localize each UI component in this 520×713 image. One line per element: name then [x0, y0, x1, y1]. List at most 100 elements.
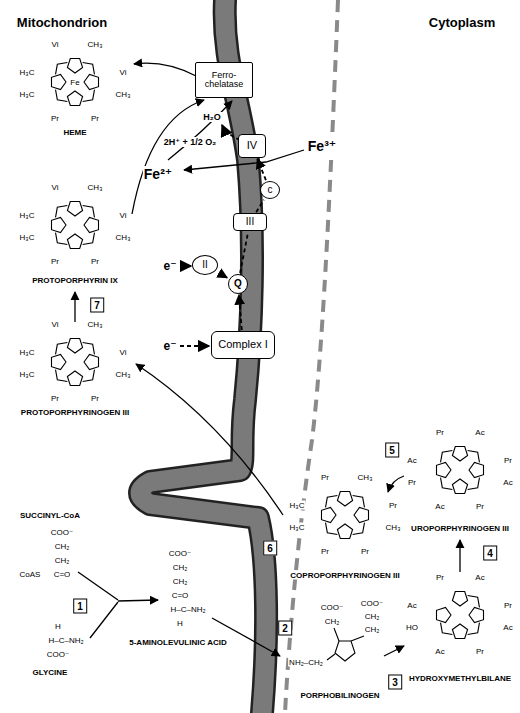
electron-flow — [240, 232, 248, 273]
substituent-label: CH₃ — [87, 40, 104, 49]
substituent-label: Pr — [50, 114, 60, 123]
substituent-label: Vi — [119, 348, 128, 357]
arrow — [388, 476, 404, 492]
pyrrole-ring — [84, 354, 99, 369]
atom-label: COO⁻ — [168, 549, 192, 558]
arrow — [132, 100, 204, 214]
atom-label: CH₂ — [364, 612, 381, 621]
compound-name: PORPHOBILINOGEN — [299, 691, 380, 700]
substituent-label: H₃C — [19, 233, 36, 242]
pyrrole-ring — [67, 91, 82, 106]
atom-label: CH₂ — [364, 625, 381, 634]
meso-bridge — [468, 596, 480, 608]
pyrrole-ring — [67, 234, 82, 249]
step-number: 2 — [278, 621, 292, 636]
ion-label: Fe²⁺ — [143, 166, 173, 182]
meso-bridge — [468, 623, 480, 635]
substituent-label: CH₃ — [115, 90, 132, 99]
substituent-label: CH₃ — [385, 523, 402, 532]
pyrrole-ring — [67, 59, 82, 74]
meso-bridge — [353, 523, 365, 535]
ion-label: Fe³⁺ — [307, 138, 337, 154]
atom-label: COO⁻ — [360, 599, 384, 608]
substituent-label: CH₃ — [87, 183, 104, 192]
region-title: Mitochondrion — [16, 15, 108, 30]
step-number: 6 — [263, 541, 277, 556]
meso-bridge — [353, 496, 365, 508]
meso-bridge — [326, 496, 338, 508]
substituent-label: H₃C — [289, 523, 306, 532]
compound-name: 5-AMINOLEVULINIC ACID — [128, 638, 227, 647]
arrow — [168, 101, 232, 160]
pyrrole-ring — [469, 607, 484, 622]
arrow — [180, 345, 209, 347]
meso-bridge — [56, 370, 68, 382]
step-number: 7 — [90, 298, 104, 313]
pyrrole-ring — [452, 447, 467, 462]
meso-bridge — [56, 90, 68, 102]
substituent-label: Pr — [320, 547, 330, 556]
substituent-label: Pr — [388, 501, 398, 510]
compound-name: COPROPORPHYRINOGEN III — [289, 571, 400, 580]
step-number: 4 — [483, 546, 497, 561]
step-number: 5 — [385, 443, 399, 458]
substituent-label: Vi — [51, 320, 60, 329]
pyrrole-ring — [52, 217, 67, 232]
electron-flow — [257, 159, 266, 180]
cytochrome-oval: c — [260, 181, 280, 199]
meso-bridge — [441, 451, 453, 463]
meso-bridge — [83, 233, 95, 245]
meso-bridge — [441, 478, 453, 490]
atom-label: COO⁻ — [320, 603, 344, 612]
meso-bridge — [56, 343, 68, 355]
complex-oval: II — [192, 255, 218, 275]
meso-bridge — [56, 206, 68, 218]
substituent-label: Vi — [119, 211, 128, 220]
substituent-label: Pr — [503, 456, 513, 465]
meso-bridge — [468, 478, 480, 490]
compound-name: PROTOPORPHYRINOGEN III — [20, 408, 130, 417]
substituent-label: Pr — [50, 394, 60, 403]
pyrrole-ring — [337, 492, 352, 507]
node-text: Q — [234, 279, 242, 290]
node-text: Ferro- chelatase — [196, 71, 252, 90]
compound-name: GLYCINE — [32, 668, 69, 677]
substituent-label: Ac — [406, 601, 417, 610]
substituent-label: Ac — [474, 428, 485, 437]
arrow — [384, 646, 404, 656]
substituent-label: Pr — [360, 547, 370, 556]
node-text: IV — [247, 140, 257, 152]
pyrrole-ring — [452, 479, 467, 494]
substituent-label: Pr — [503, 601, 513, 610]
atom-label: NH₂–CH₂ — [288, 658, 324, 667]
arrow — [136, 364, 283, 515]
substituent-label: Pr — [475, 502, 485, 511]
atom-label: COO⁻ — [46, 650, 70, 659]
substituent-label: Ac — [434, 647, 445, 656]
atom-label: Fe — [69, 78, 80, 87]
atom-label: CH₂ — [54, 556, 71, 565]
substituent-label: Ac — [502, 478, 513, 487]
substituent-label: H₃C — [19, 90, 36, 99]
atom-label: C=O — [53, 570, 72, 579]
node-text: III — [246, 217, 254, 228]
pyrrole-ring — [67, 202, 82, 217]
step-number: 3 — [388, 675, 402, 690]
atom-label: CH₂ — [324, 617, 341, 626]
substituent-label: Pr — [90, 257, 100, 266]
atom-label: CH₂ — [172, 563, 189, 572]
pyrrole-ring — [84, 217, 99, 232]
atom-label: H — [176, 619, 184, 628]
node-text: Complex I — [218, 339, 268, 351]
reaction-label: 2H⁺ + 1/2 O₂ — [163, 137, 218, 147]
complex-box: IV — [238, 134, 266, 158]
pyrrole-ring — [52, 74, 67, 89]
complex-box: Complex I — [211, 331, 275, 359]
substituent-label: Pr — [435, 573, 445, 582]
substituent-label: Vi — [51, 40, 60, 49]
pyrrole-ring — [437, 607, 452, 622]
meso-bridge — [83, 90, 95, 102]
arrow — [118, 600, 158, 601]
substituent-label: Ac — [502, 623, 513, 632]
meso-bridge — [468, 451, 480, 463]
